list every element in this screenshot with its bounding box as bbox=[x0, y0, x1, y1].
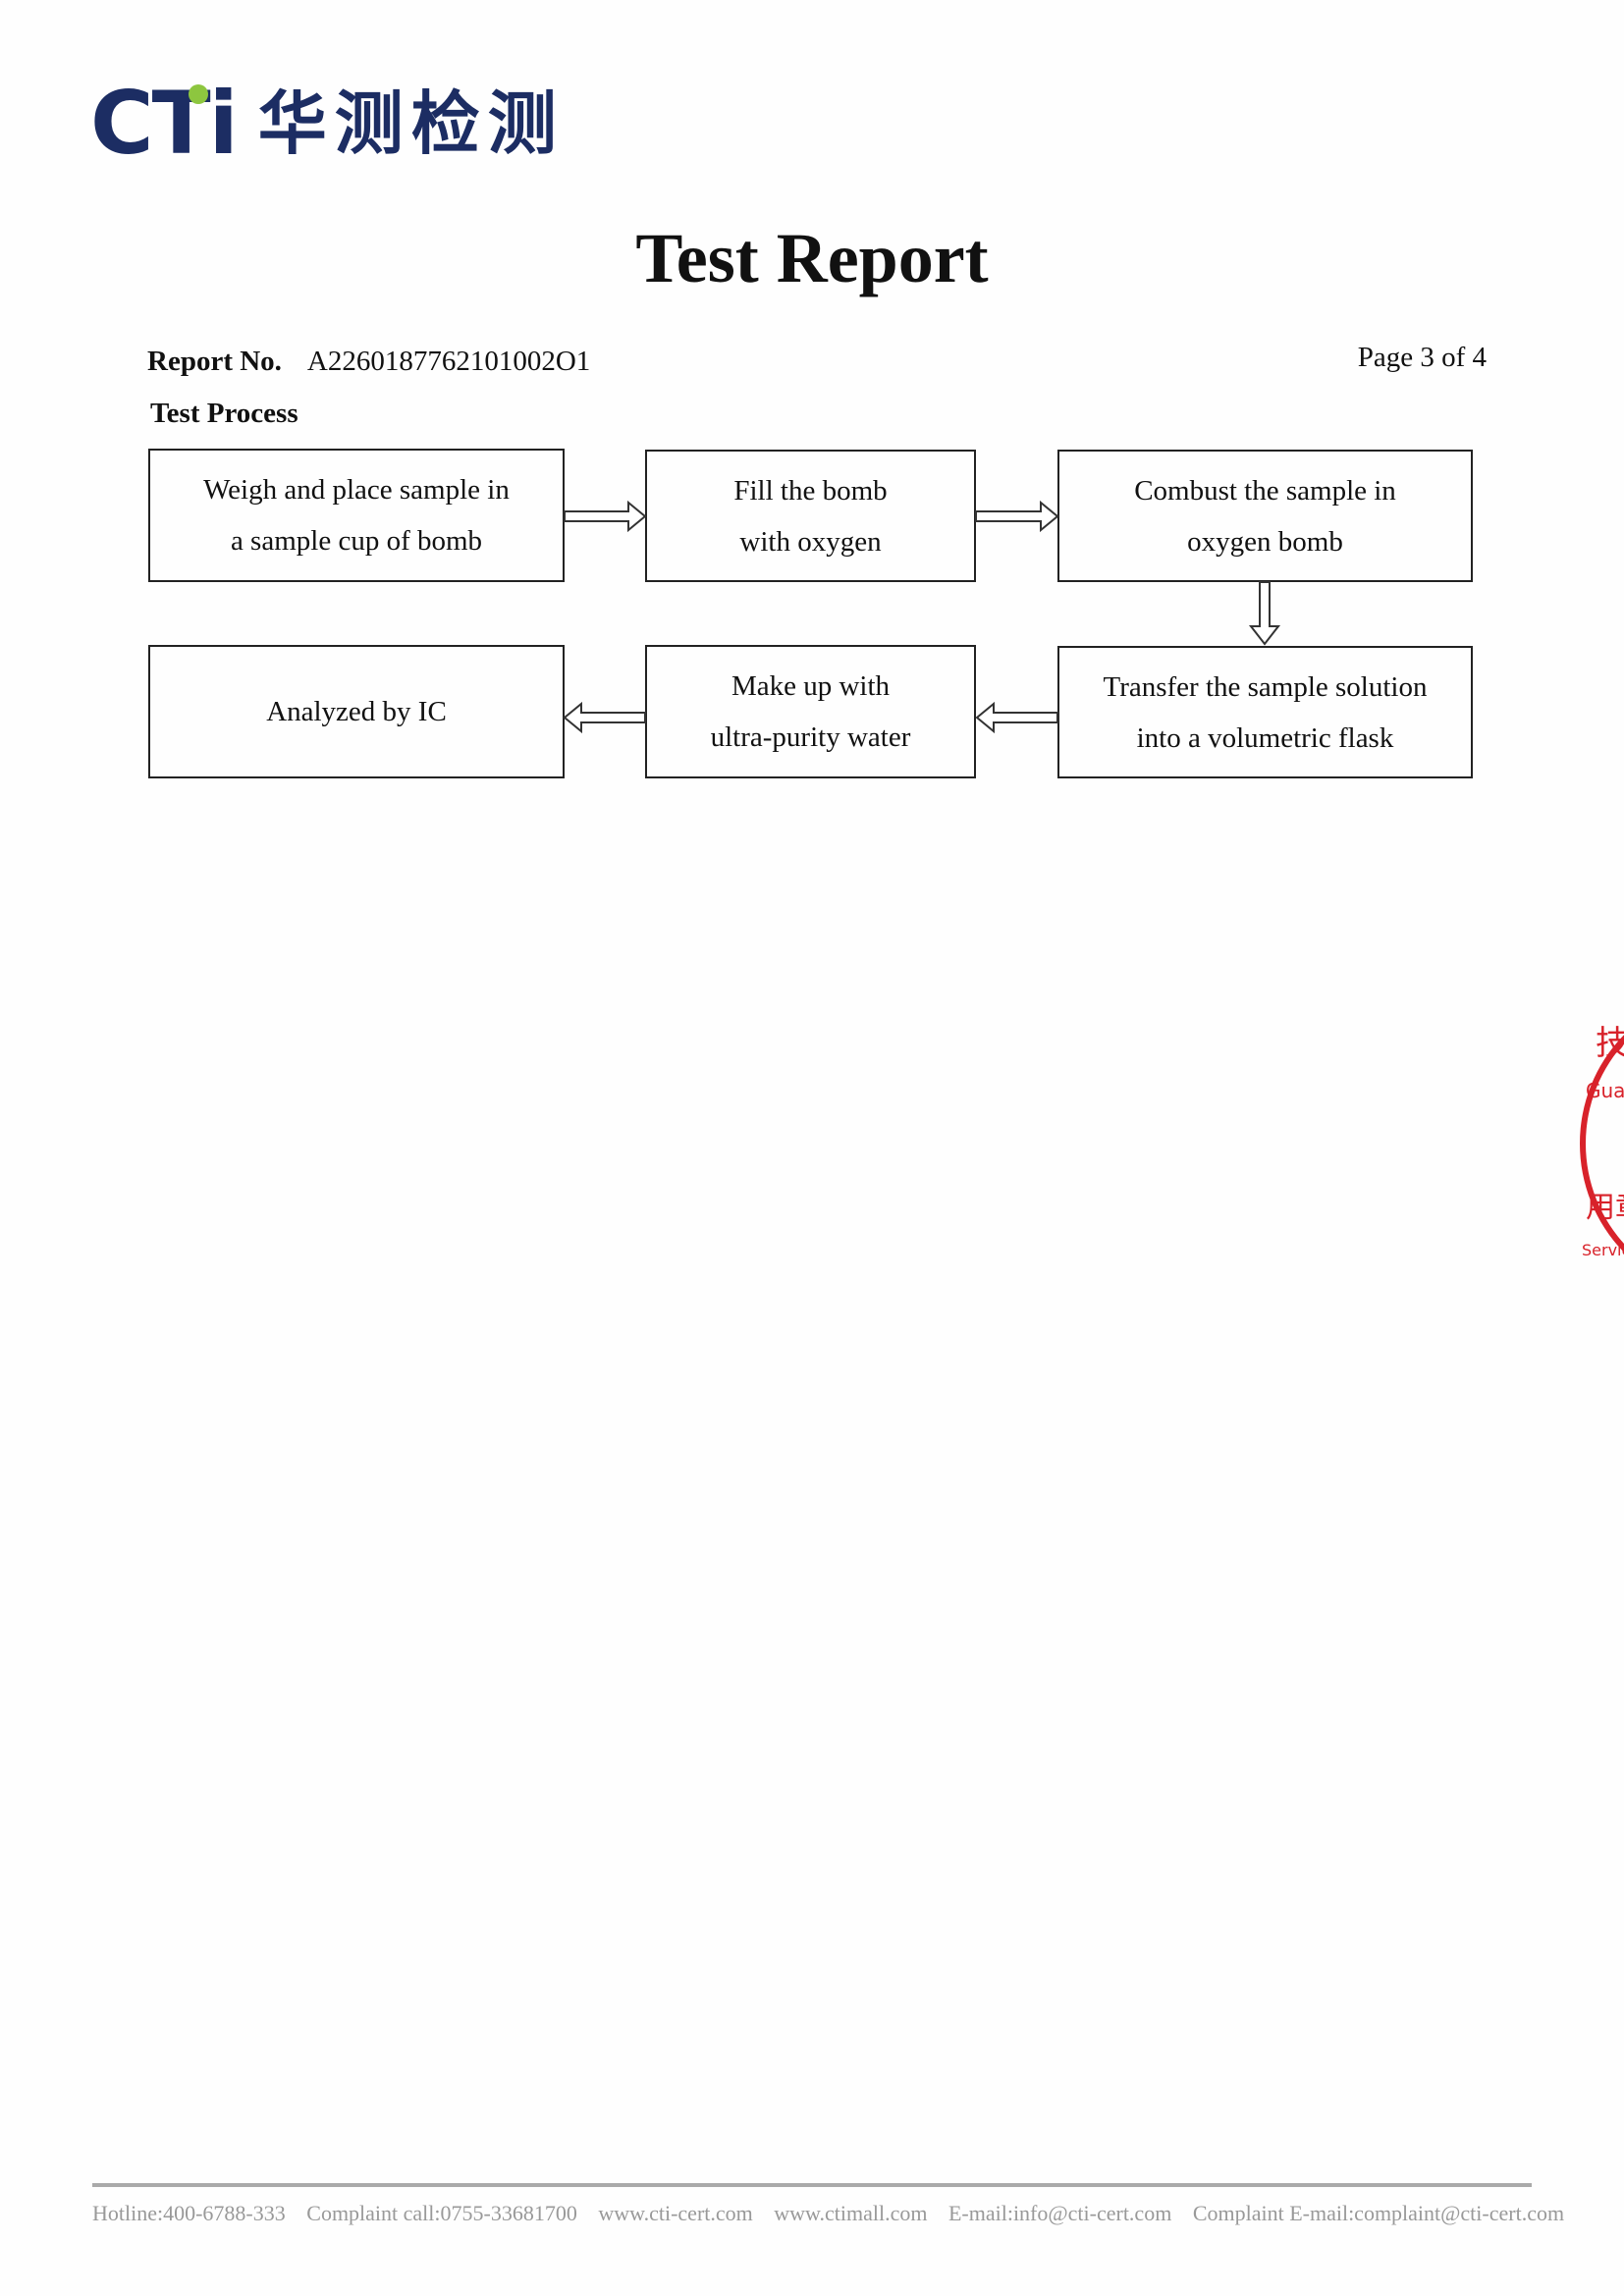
footer-complaint-call: Complaint call:0755-33681700 bbox=[306, 2201, 577, 2225]
footer-divider bbox=[92, 2183, 1532, 2187]
footer: Hotline:400-6788-333 Complaint call:0755… bbox=[92, 2201, 1580, 2226]
step-text: Analyzed by IC bbox=[266, 696, 447, 727]
section-heading: Test Process bbox=[150, 398, 298, 429]
seal-text: Services bbox=[1582, 1241, 1624, 1259]
flow-arrows bbox=[563, 500, 1281, 734]
page-title: Test Report bbox=[635, 219, 989, 297]
seal-text: Guang bbox=[1586, 1079, 1624, 1102]
arrow-left-icon bbox=[563, 701, 646, 734]
arrow-down-icon bbox=[1248, 581, 1281, 646]
step-text: into a volumetric flask bbox=[1136, 721, 1394, 754]
flow-step-6: Analyzed by IC bbox=[148, 645, 565, 778]
flow-step-3: Combust the sample in oxygen bomb bbox=[1057, 450, 1473, 582]
report-number: Report No. A2260187762101002O1 bbox=[147, 346, 590, 378]
footer-mall: www.ctimall.com bbox=[774, 2201, 928, 2225]
step-text: Weigh and place sample in bbox=[203, 474, 510, 506]
step-text: Transfer the sample solution bbox=[1103, 670, 1428, 703]
step-text: with oxygen bbox=[739, 525, 882, 558]
report-no-value: A2260187762101002O1 bbox=[306, 346, 591, 377]
arrow-right-icon bbox=[975, 500, 1059, 533]
flow-step-5: Make up with ultra-purity water bbox=[645, 645, 976, 778]
footer-website: www.cti-cert.com bbox=[598, 2201, 753, 2225]
seal-text: 技 bbox=[1596, 1024, 1624, 1063]
footer-complaint-email: Complaint E-mail:complaint@cti-cert.com bbox=[1192, 2201, 1565, 2225]
step-text: Make up with bbox=[731, 670, 891, 702]
step-text: ultra-purity water bbox=[710, 721, 911, 753]
logo-chinese: 华测检测 bbox=[257, 83, 565, 164]
footer-email: E-mail:info@cti-cert.com bbox=[947, 2201, 1172, 2225]
flow-step-4: Transfer the sample solution into a volum… bbox=[1057, 646, 1473, 778]
seal-text: 用章 bbox=[1586, 1191, 1624, 1225]
step-text: a sample cup of bomb bbox=[230, 525, 483, 557]
footer-hotline: Hotline:400-6788-333 bbox=[92, 2201, 286, 2225]
cti-logo: CTi 华测检测 bbox=[90, 69, 565, 167]
report-no-label: Report No. bbox=[147, 346, 282, 377]
logo-brand-text: CTi bbox=[90, 73, 239, 174]
step-text: oxygen bomb bbox=[1187, 525, 1343, 558]
logo-dot-icon bbox=[189, 84, 208, 104]
logo-brand: CTi bbox=[90, 80, 239, 167]
page-number: Page 3 of 4 bbox=[1357, 342, 1487, 373]
arrow-right-icon bbox=[564, 500, 647, 533]
company-seal: 技 Guang 用章 Services bbox=[1580, 991, 1624, 1296]
arrow-left-icon bbox=[975, 701, 1058, 734]
step-text: Combust the sample in bbox=[1134, 474, 1396, 507]
flow-step-1: Weigh and place sample in a sample cup of… bbox=[148, 449, 565, 582]
step-text: Fill the bomb bbox=[733, 474, 888, 507]
